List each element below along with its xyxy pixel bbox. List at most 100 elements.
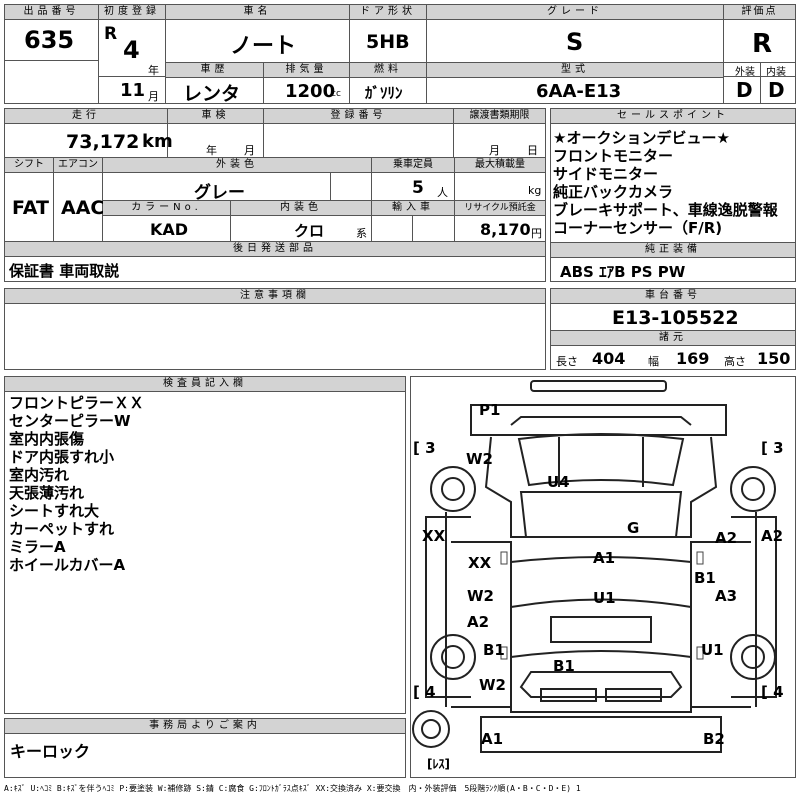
later-parts-label: 後日発送部品 — [5, 242, 545, 257]
reg-year: 4 — [123, 36, 140, 64]
mark-a3: A3 — [715, 587, 738, 605]
mark-b1-right: B1 — [694, 569, 716, 587]
office-title: 事務局よりご案内 — [5, 719, 405, 734]
first-reg-label: 初度登録 — [99, 5, 165, 20]
door-label: ドア形状 — [350, 5, 426, 20]
damage-diagram: [ 3 [ 3 [ 4 [ 4 [ﾚｽ] P1 W2 U4 XX G A2 A2… — [410, 376, 796, 778]
history: レンタ — [183, 83, 241, 105]
chassis-number: E13-105522 — [612, 307, 739, 329]
color-label: 外装色 — [103, 158, 371, 173]
mark-b1-rear: B1 — [553, 657, 575, 675]
mileage: 73,172 — [66, 131, 140, 153]
car-outline — [412, 380, 777, 753]
interior-color-label: 内装色 — [231, 201, 371, 216]
exterior-grade: D — [736, 78, 753, 102]
inspector-note-item: フロントピラーＸＸ — [9, 394, 145, 412]
ac: AAC — [61, 197, 105, 219]
kg-unit: kg — [528, 184, 542, 197]
mark-a2-edge: A2 — [761, 527, 784, 545]
tire-left-rear: [ 4 — [413, 683, 436, 701]
inspector-note-item: センターピラーW — [9, 412, 131, 430]
lot-number: 635 — [24, 26, 75, 54]
equipment-title: 純正装備 — [551, 243, 795, 258]
sales-point-item: ★オークションデビュー★ — [553, 129, 730, 147]
office-note: キーロック — [10, 742, 91, 761]
sales-point-item: フロントモニター — [553, 147, 674, 165]
inspector-note-item: ミラーA — [9, 538, 66, 556]
transfer-day-unit: 日 — [527, 144, 538, 157]
chassis-title: 車台番号 — [551, 289, 795, 304]
score-label: 評価点 — [724, 5, 795, 20]
inspector-note-item: ドア内張すれ小 — [9, 448, 115, 466]
capacity: 5 — [412, 178, 424, 198]
mark-a1-bumper: A1 — [481, 730, 504, 748]
person-unit: 人 — [437, 186, 448, 199]
inspector-note-item: カーペットすれ — [9, 520, 115, 538]
tire-right-rear: [ 4 — [761, 683, 784, 701]
inspector-note-item: シートすれ大 — [9, 502, 100, 520]
car-name: ノート — [230, 34, 297, 59]
height-label: 高さ — [724, 355, 746, 368]
sales-point-item: サイドモニター — [553, 165, 659, 183]
year-unit: 年 — [148, 64, 159, 77]
capacity-label: 乗車定員 — [372, 158, 454, 173]
mark-g: G — [627, 519, 640, 537]
inspector-note-item: 室内内張傷 — [9, 430, 85, 448]
reg-month: 11 — [120, 80, 146, 101]
mark-w2-front: W2 — [466, 450, 493, 468]
model: 6AA-E13 — [536, 81, 622, 102]
mark-u1-right: U1 — [701, 641, 724, 659]
mark-w2-door: W2 — [467, 587, 494, 605]
inspection-year-unit: 年 — [206, 144, 217, 157]
mark-xx-left: XX — [422, 527, 446, 545]
score: R — [752, 29, 773, 59]
interior-label: 内装 — [766, 67, 786, 78]
mark-b2-bumper: B2 — [703, 730, 725, 748]
mark-p1: P1 — [479, 401, 501, 419]
grade-label: グレード — [427, 5, 723, 20]
width-label: 幅 — [648, 355, 659, 368]
mark-a1-roof: A1 — [593, 549, 616, 567]
yen-unit: 円 — [531, 227, 542, 240]
inspection-month-unit: 月 — [244, 144, 255, 157]
cc-unit: cc — [331, 89, 341, 99]
displacement-label: 排気量 — [264, 63, 349, 78]
fuel: ｶﾞｿﾘﾝ — [365, 84, 403, 102]
recycle-label: リサイクル預託金 — [455, 201, 545, 216]
spare-tire: [ﾚｽ] — [427, 757, 450, 771]
mark-w2-rear: W2 — [479, 676, 506, 694]
regno-label: 登録番号 — [264, 109, 453, 124]
width: 169 — [676, 349, 710, 368]
car-name-label: 車名 — [166, 5, 349, 20]
import-label: 輸入車 — [372, 201, 454, 216]
mark-u4: U4 — [547, 473, 570, 491]
inspector-note-item: ホイールカバーA — [9, 556, 126, 574]
model-label: 型式 — [427, 63, 723, 78]
ac-label: エアコン — [54, 158, 102, 173]
month-unit: 月 — [148, 90, 159, 103]
shift: FAT — [12, 197, 49, 219]
length: 404 — [592, 349, 626, 368]
interior-grade: D — [768, 78, 785, 102]
tire-left-front: [ 3 — [413, 439, 436, 457]
tire-right-front: [ 3 — [761, 439, 784, 457]
grade: S — [566, 28, 584, 56]
inspection-label: 車検 — [168, 109, 263, 124]
sales-point-item: ブレーキサポート、車線逸脱警報 — [553, 201, 778, 219]
fuel-label: 燃料 — [350, 63, 426, 78]
color-no-label: カラーNo. — [103, 201, 230, 216]
mileage-label: 走行 — [5, 109, 167, 124]
sales-points-title: セールスポイント — [551, 109, 795, 124]
door-type: 5HB — [366, 31, 410, 53]
shift-label: シフト — [5, 158, 53, 173]
era: R — [104, 24, 118, 44]
length-label: 長さ — [556, 355, 578, 368]
mark-a2-door: A2 — [467, 613, 490, 631]
sales-points-list: ★オークションデビュー★フロントモニターサイドモニター純正バックカメラブレーキサ… — [553, 129, 778, 237]
inspector-note-item: 室内汚れ — [9, 466, 70, 484]
kei-unit: 系 — [356, 227, 367, 240]
header-block — [4, 4, 796, 104]
mark-u1-roof: U1 — [593, 589, 616, 607]
transfer-label: 譲渡書類期限 — [454, 109, 545, 124]
color-no: KAD — [150, 220, 189, 239]
